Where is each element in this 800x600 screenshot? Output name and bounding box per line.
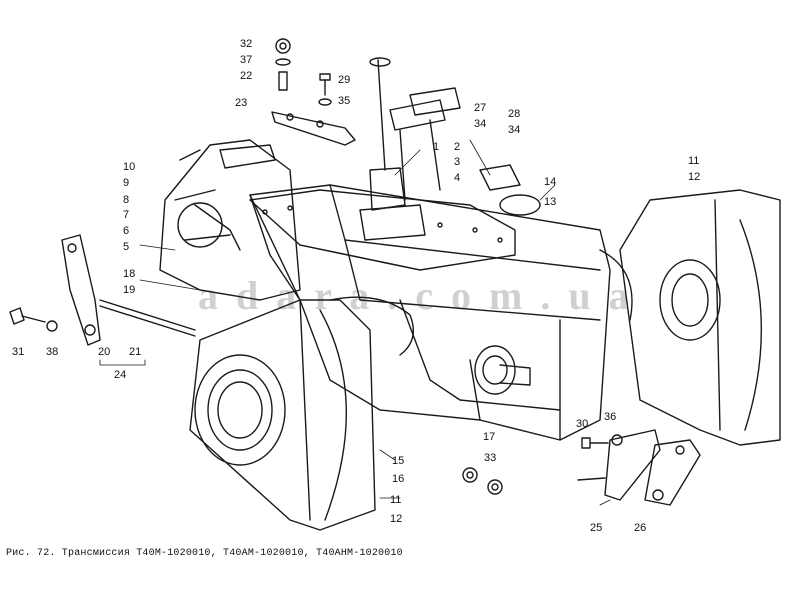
pedals: [219, 87, 461, 201]
callout-12b: 12: [390, 513, 403, 525]
callout-21: 21: [129, 346, 142, 358]
hydraulic-lines: [329, 249, 633, 356]
callout-38: 38: [46, 346, 59, 358]
filler-cap: [479, 164, 541, 216]
callout-7: 7: [123, 209, 130, 221]
gearbox-housing: [249, 184, 611, 441]
right-final-drive: [619, 189, 781, 446]
leader-lines: [99, 139, 611, 506]
callout-36: 36: [604, 411, 617, 423]
callout-31: 31: [12, 346, 25, 358]
right-bracket-fasteners: [577, 429, 701, 506]
watermark-text: a d a r a . c o m . u a: [198, 273, 633, 318]
callout-25: 25: [590, 522, 603, 534]
callout-5: 5: [123, 241, 130, 253]
callout-11a: 11: [688, 155, 700, 167]
callout-30: 30: [576, 418, 589, 430]
clutch-housing: [159, 139, 301, 301]
callout-20: 20: [98, 346, 111, 358]
callout-1: 1: [433, 141, 440, 153]
callout-19: 19: [123, 284, 136, 296]
callout-37: 37: [240, 54, 253, 66]
left-bracket-fasteners: [9, 234, 196, 346]
callout-26: 26: [634, 522, 647, 534]
callout-34b: 34: [508, 124, 521, 136]
callout-32: 32: [240, 38, 253, 50]
callout-33: 33: [484, 452, 497, 464]
callout-9: 9: [123, 177, 130, 189]
callout-35: 35: [338, 95, 351, 107]
callout-17: 17: [483, 431, 496, 443]
callout-10: 10: [123, 161, 136, 173]
callout-29: 29: [338, 74, 351, 86]
callout-4: 4: [454, 172, 461, 184]
callout-6: 6: [123, 225, 130, 237]
top-cover: [249, 189, 516, 271]
callout-34a: 34: [474, 118, 487, 130]
left-final-drive: [189, 299, 376, 531]
callout-2: 2: [454, 141, 461, 153]
callout-24: 24: [114, 369, 127, 381]
callout-18: 18: [123, 268, 136, 280]
callout-11b: 11: [390, 494, 402, 506]
callout-8: 8: [123, 194, 130, 206]
callout-16: 16: [392, 473, 405, 485]
bracket-23: [271, 111, 356, 146]
output-shaft: [474, 345, 531, 395]
callout-12a: 12: [688, 171, 701, 183]
callout-22: 22: [240, 70, 253, 82]
callout-28: 28: [508, 108, 521, 120]
callout-15: 15: [392, 455, 405, 467]
callout-27: 27: [474, 102, 487, 114]
callout-3: 3: [454, 156, 461, 168]
figure-caption: Рис. 72. Трансмиссия Т40М-1020010, Т40АМ…: [6, 548, 403, 559]
shift-lever: [359, 57, 426, 241]
fasteners-top: [275, 38, 332, 106]
callout-23: 23: [235, 97, 248, 109]
callout-14: 14: [544, 176, 557, 188]
callout-13: 13: [544, 196, 557, 208]
nuts-33: [462, 467, 503, 495]
